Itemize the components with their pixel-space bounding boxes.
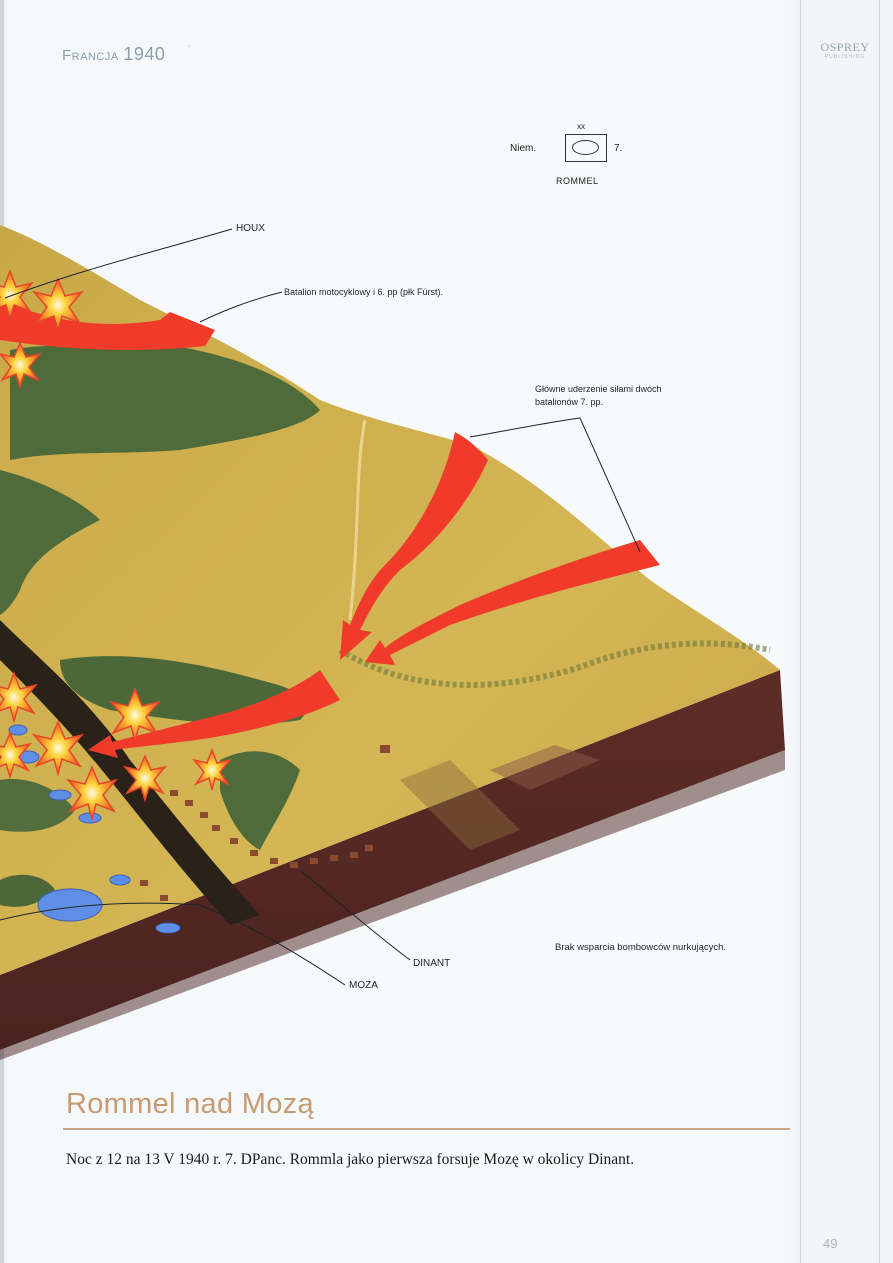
publisher-logo: Osprey Publishing	[810, 40, 880, 60]
attack-arrows	[0, 300, 660, 758]
print-mark: '	[188, 44, 190, 55]
label-houx: HOUX	[236, 223, 265, 234]
publisher-sub: Publishing	[824, 54, 866, 60]
label-main-attack-line2: batalionów 7. pp.	[535, 397, 604, 407]
unit-symbol-7th-panzer: xx Niem. 7. ROMMEL	[510, 118, 640, 198]
arrow-motorcycle-battalion	[0, 300, 215, 350]
town-dinant	[140, 745, 390, 901]
leader-lines	[0, 228, 641, 986]
margin-rule-right	[879, 0, 880, 1263]
label-main-attack-line1: Główne uderzenie siłami dwóch	[535, 384, 662, 394]
explosions	[0, 268, 233, 822]
label-moza: MOZA	[349, 980, 378, 991]
arrow-main-attack-east	[365, 540, 660, 665]
caption: Noc z 12 na 13 V 1940 r. 7. DPanc. Romml…	[66, 1151, 635, 1168]
label-no-stuka-support: Brak wsparcia bombowców nurkujących.	[555, 942, 727, 953]
page-number: 49	[823, 1236, 838, 1251]
unit-commander: ROMMEL	[556, 176, 599, 186]
margin-rule-left	[800, 0, 801, 1263]
section-rule	[63, 1128, 790, 1130]
unit-box	[565, 134, 607, 162]
running-head-year: 1940	[123, 44, 166, 64]
publisher-name: Osprey	[820, 40, 870, 54]
arrow-river-crossing	[88, 670, 340, 758]
label-dinant: DINANT	[413, 958, 451, 969]
section-title: Rommel nad Mozą	[66, 1088, 314, 1120]
label-motorcycle-battalion: Batalion motocyklowy i 6. pp (płk Fürst)…	[284, 287, 444, 297]
running-head: Francja 1940	[62, 44, 165, 65]
unit-size-marker: xx	[577, 122, 585, 131]
armour-oval-icon	[572, 140, 599, 155]
running-head-word: Francja	[62, 47, 119, 64]
unit-nationality: Niem.	[510, 143, 537, 154]
unit-number: 7.	[614, 143, 623, 154]
soil-cross-section	[0, 670, 785, 1060]
arrow-main-attack-north	[340, 432, 488, 660]
water-tanks	[8, 724, 181, 934]
